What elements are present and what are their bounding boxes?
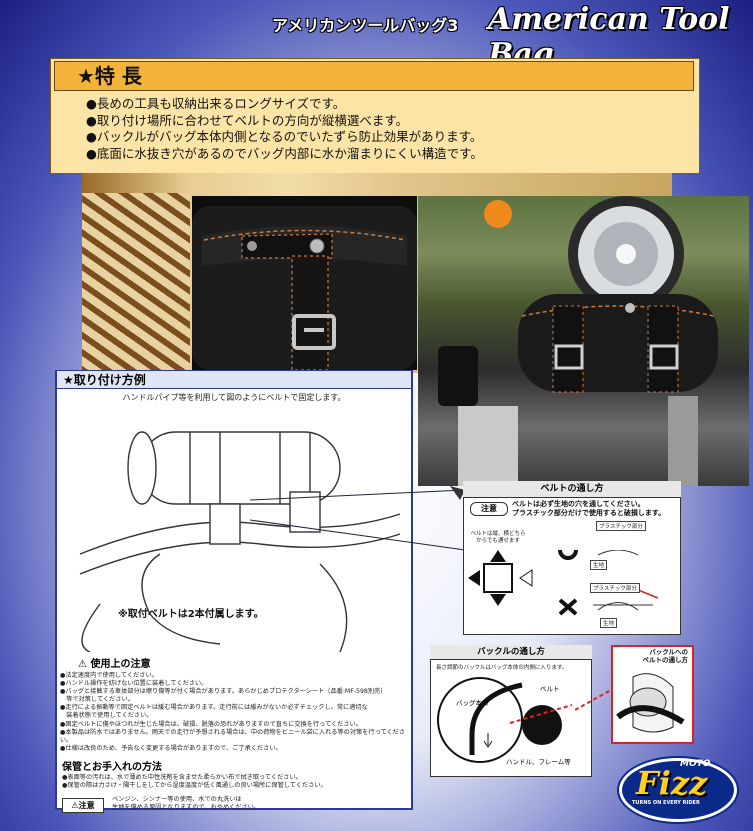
- header-title-en: American Tool Bag: [488, 2, 730, 72]
- care-item: ●表面等の汚れは、水で薄めた中性洗剤を含ませた柔らかい布で拭き取ってください。: [62, 774, 302, 781]
- belt-note-line: プラスチック部分だけで使用すると破損します。: [512, 509, 666, 517]
- motorcycle-photo: [418, 196, 749, 486]
- care-item: ●保管の際は力さけ・陽干しをしてから湿度温度が低く風通しの良い場所に保管してくだ…: [62, 782, 327, 790]
- ng-plastic-label: プラスチック部分: [590, 583, 640, 593]
- route-label-line: ベルトの通し方: [642, 656, 689, 664]
- care-heading: 保管とお手入れの方法: [62, 762, 162, 773]
- belt-warning-note: ベルトは必ず生地の穴を通してください。 プラスチック部分だけで使用すると破損しま…: [512, 500, 665, 518]
- caution-item: ●本製品は防水ではありません。雨天での走行が予想される場合は、中の荷物をビニール…: [60, 728, 406, 744]
- mounting-title: ★取り付け方例: [57, 371, 411, 389]
- logo-tagline: TURNS ON EVERY RIDER: [632, 800, 700, 806]
- caution-heading: ⚠ 使用上の注意: [78, 659, 151, 670]
- ok-plastic-label: プラスチック部分: [596, 521, 646, 531]
- ok-fabric-label: 生地: [590, 560, 608, 570]
- handle-frame-label: ハンドル、フレーム等: [506, 758, 571, 766]
- belt-route-title: ベルトの通し方: [463, 481, 681, 498]
- ok-circle-icon: [558, 550, 578, 560]
- logo-moto-text: MOTO: [680, 759, 711, 769]
- care-note-line: 生地を傷める原因となりますので、おやめください。: [112, 804, 261, 811]
- header-title-jp: アメリカンツールバッグ3: [272, 16, 459, 35]
- belt-warning-badge: 注意: [470, 502, 508, 516]
- feature-item: ●底面に水抜き穴があるのでバッグ内部に水か溜まりにくい構造です。: [86, 145, 483, 161]
- caution-list: ●法定速度内で使用してください。 ●ハンドル操作を妨げない位置に装着してください…: [60, 672, 410, 753]
- caution-item: 等で対策してください。: [60, 696, 134, 704]
- buckle-route-desc: 長さ調節のバックルはバッグ本体の内側に入ります。: [436, 665, 568, 671]
- care-note-line: ベンジン、シンナー等の使用、水での丸洗いは: [112, 796, 242, 803]
- arrow-down-icon: [483, 733, 493, 748]
- features-list: ●長めの工具も収納出来るロングサイズです。 ●取り付け場所に合わせてベルトの方向…: [86, 96, 483, 162]
- buckle-belt-photo: [611, 645, 694, 744]
- arrow-icon: [468, 550, 506, 606]
- caution-item: ●仕様は改良のため、予告なく変更する場合がありますので、ご了承ください。: [60, 744, 282, 752]
- care-warning-note: ベンジン、シンナー等の使用、水での丸洗いは 生地を傷める原因となりますので、おや…: [112, 796, 260, 812]
- feature-item: ●取り付け場所に合わせてベルトの方向が縦横選べます。: [86, 112, 409, 128]
- buckle-route-title: バックルの通し方: [430, 645, 592, 660]
- care-warning-badge: ⚠注意: [62, 798, 104, 813]
- arrow-right-icon: [519, 569, 533, 587]
- care-list: ●表面等の汚れは、水で薄めた中性洗剤を含ませた柔らかい布で拭き取ってください。 …: [62, 774, 407, 790]
- caution-item: ●バッグと接触する車体部分は擦り傷等が付く場合があります。あらかじめプロテクター…: [60, 688, 387, 696]
- care-badge-text: 注意: [78, 801, 95, 810]
- caution-item: ●走行による振動等で固定ベルトは緩む場合があります。走行前には緩みがないか必ずチ…: [60, 704, 368, 712]
- route-label-line: バックルへの: [649, 648, 688, 656]
- caution-item: ●法定速度内で使用してください。: [60, 672, 158, 679]
- mounting-illustration: [60, 404, 410, 653]
- caution-item: 装着状態で使用してください。: [60, 712, 153, 720]
- mounting-subtitle: ハンドルパイプ等を利用して図のようにベルトで固定します。: [122, 393, 346, 402]
- feature-item: ●長めの工具も収納出来るロングサイズです。: [86, 96, 346, 111]
- ng-fabric-label: 生地: [600, 618, 618, 628]
- moto-fizz-logo: [619, 758, 737, 822]
- bag-body-label: バッグ本体: [456, 699, 489, 707]
- buckle-route-diagram: [437, 677, 573, 763]
- bag-closeup-photo: [192, 196, 417, 370]
- ng-cross-icon: [558, 598, 578, 616]
- caution-heading-text: 使用上の注意: [90, 659, 151, 670]
- caution-item: ●固定ベルトに傷やほつれが生じた場合は、破損、脱落の恐れがありますので直ちに交換…: [60, 720, 362, 728]
- logo-brand-text: Fizz: [636, 764, 708, 802]
- belt-direction-note: ベルトは縦、横どちらからでも通せます: [470, 531, 526, 544]
- red-dashed-connector: [575, 689, 612, 711]
- belt-label: ベルト: [540, 685, 560, 693]
- features-title: ★特 長: [54, 61, 694, 91]
- feature-item: ●バックルがバッグ本体内側となるのでいたずら防止効果があります。: [86, 129, 483, 144]
- caution-item: ●ハンドル操作を妨げない位置に装着してください。: [60, 680, 208, 688]
- belt-note-line: ベルトは必ず生地の穴を通してください。: [512, 500, 645, 508]
- handle-bar-icon: [522, 705, 562, 745]
- buckle-belt-photo-label: バックルへの ベルトの通し方: [614, 648, 689, 664]
- belt-route-diagram: [468, 550, 659, 616]
- belt-count-note: ※取付ベルトは2本付属します。: [118, 609, 264, 620]
- callout-lines: [250, 486, 466, 551]
- background-pattern: [82, 193, 190, 373]
